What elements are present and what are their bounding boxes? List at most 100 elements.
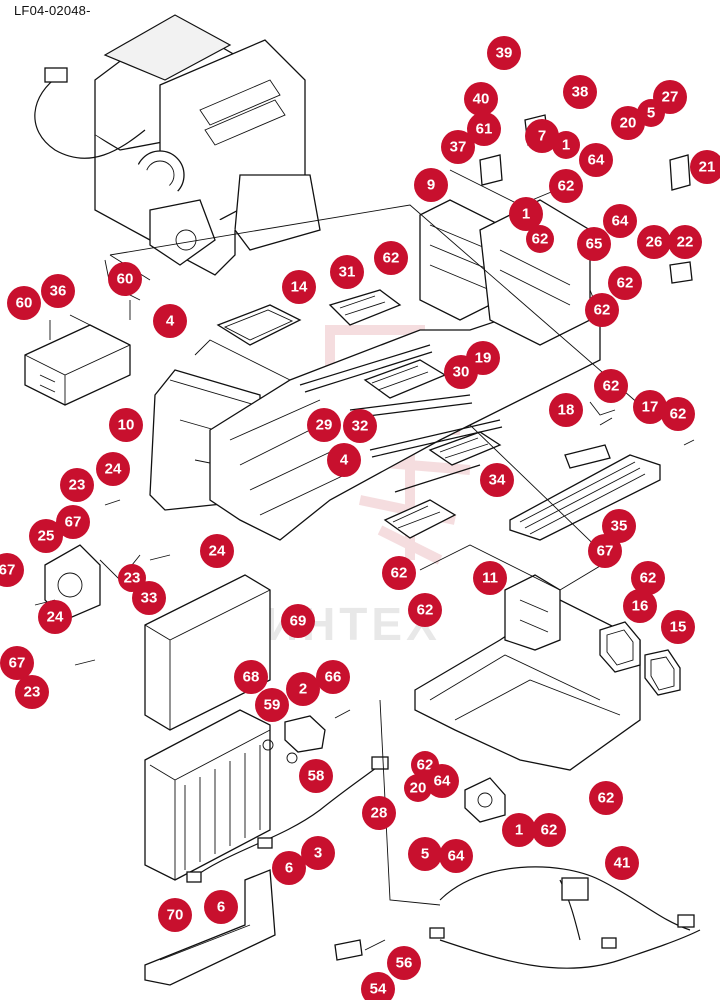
part-36-module xyxy=(24,324,131,406)
callout-2: 2 xyxy=(286,672,320,706)
callout-5: 5 xyxy=(408,837,442,871)
callout-70: 70 xyxy=(158,898,192,932)
callout-11: 11 xyxy=(473,561,507,595)
svg-text:22: 22 xyxy=(677,234,694,251)
svg-text:20: 20 xyxy=(620,115,637,132)
svg-text:33: 33 xyxy=(141,590,158,607)
callout-16: 16 xyxy=(623,589,657,623)
svg-text:11: 11 xyxy=(482,570,498,587)
svg-text:38: 38 xyxy=(572,84,589,101)
callout-1: 1 xyxy=(552,131,580,159)
svg-text:64: 64 xyxy=(612,213,629,230)
svg-text:20: 20 xyxy=(410,780,427,797)
svg-text:62: 62 xyxy=(670,406,687,423)
svg-text:62: 62 xyxy=(541,822,558,839)
svg-text:1: 1 xyxy=(515,822,523,839)
callout-4: 4 xyxy=(327,443,361,477)
svg-text:5: 5 xyxy=(647,105,655,122)
svg-text:30: 30 xyxy=(453,364,470,381)
callout-33: 62 xyxy=(382,556,416,590)
callout-18: 18 xyxy=(549,393,583,427)
callout-1: 1 xyxy=(509,197,543,231)
callout-62: 62 xyxy=(526,225,554,253)
callout-54: 54 xyxy=(361,972,395,1000)
svg-text:70: 70 xyxy=(167,907,184,924)
callout-23: 23 xyxy=(15,675,49,709)
callout-17: 17 xyxy=(633,390,667,424)
svg-text:60: 60 xyxy=(117,271,134,288)
callout-35: 35 xyxy=(602,509,636,543)
callout-14: 14 xyxy=(282,270,316,304)
callout-6: 6 xyxy=(204,890,238,924)
svg-text:24: 24 xyxy=(105,461,122,478)
svg-text:62: 62 xyxy=(558,178,575,195)
callout-62: 62 xyxy=(661,397,695,431)
svg-text:24: 24 xyxy=(209,543,226,560)
svg-text:58: 58 xyxy=(308,768,325,785)
callout-62: 62 xyxy=(532,813,566,847)
callout-24: 24 xyxy=(96,452,130,486)
svg-text:19: 19 xyxy=(475,350,492,367)
callout-69: 69 xyxy=(281,604,315,638)
svg-text:23: 23 xyxy=(69,477,86,494)
svg-text:62: 62 xyxy=(594,302,611,319)
svg-text:54: 54 xyxy=(370,981,387,998)
svg-text:35: 35 xyxy=(611,518,628,535)
svg-text:16: 16 xyxy=(632,598,649,615)
callout-67: 67 xyxy=(56,505,90,539)
callout-37: 37 xyxy=(441,130,475,164)
svg-text:67: 67 xyxy=(65,514,82,531)
callout-60: 60 xyxy=(108,262,142,296)
svg-text:62: 62 xyxy=(603,378,620,395)
callout-38: 38 xyxy=(563,75,597,109)
callout-34: 34 xyxy=(480,463,514,497)
seal-parts xyxy=(599,621,681,696)
svg-text:24: 24 xyxy=(47,609,64,626)
callout-40: 40 xyxy=(464,82,498,116)
callout-24: 24 xyxy=(38,600,72,634)
part-11-lower-case xyxy=(414,574,641,771)
part-3-harness xyxy=(186,756,389,883)
callout-66: 66 xyxy=(316,660,350,694)
svg-text:14: 14 xyxy=(291,279,308,296)
callout-21: 21 xyxy=(690,150,720,184)
part-35-evaporator xyxy=(509,444,661,541)
callout-67: 67 xyxy=(0,646,34,680)
svg-text:60: 60 xyxy=(16,295,33,312)
callouts: 39 40 38 61 37 7 1 27 5 20 64 62 21 9 1 … xyxy=(0,36,720,1000)
callout-64: 64 xyxy=(603,204,637,238)
svg-text:29: 29 xyxy=(316,417,333,434)
callout-20: 20 xyxy=(611,106,645,140)
filter-parts xyxy=(216,289,503,539)
svg-text:62: 62 xyxy=(598,790,615,807)
callout-26: 26 xyxy=(637,225,671,259)
svg-text:67: 67 xyxy=(597,543,614,560)
callout-23: 23 xyxy=(60,468,94,502)
svg-text:2: 2 xyxy=(299,681,307,698)
callout-62: 62 xyxy=(549,169,583,203)
callout-39: 39 xyxy=(487,36,521,70)
callout-29: 29 xyxy=(307,408,341,442)
callout-30: 30 xyxy=(444,355,478,389)
callout-10: 10 xyxy=(109,408,143,442)
svg-text:18: 18 xyxy=(558,402,575,419)
svg-text:65: 65 xyxy=(586,236,603,253)
svg-text:23: 23 xyxy=(24,684,41,701)
callout-67: 67 xyxy=(0,553,24,587)
callout-31: 31 xyxy=(330,255,364,289)
svg-text:62: 62 xyxy=(383,250,400,267)
callout-6: 6 xyxy=(272,851,306,885)
svg-text:41: 41 xyxy=(614,855,631,872)
callout-28: 28 xyxy=(362,796,396,830)
assembled-hvac-unit xyxy=(34,14,321,276)
part-41-harness xyxy=(429,866,701,969)
svg-text:66: 66 xyxy=(325,669,342,686)
callout-59: 59 xyxy=(255,688,289,722)
callout-9: 9 xyxy=(414,168,448,202)
svg-text:1: 1 xyxy=(562,137,570,154)
callout-68: 68 xyxy=(234,660,268,694)
svg-text:4: 4 xyxy=(340,452,349,469)
svg-text:3: 3 xyxy=(314,845,322,862)
svg-text:64: 64 xyxy=(588,152,605,169)
